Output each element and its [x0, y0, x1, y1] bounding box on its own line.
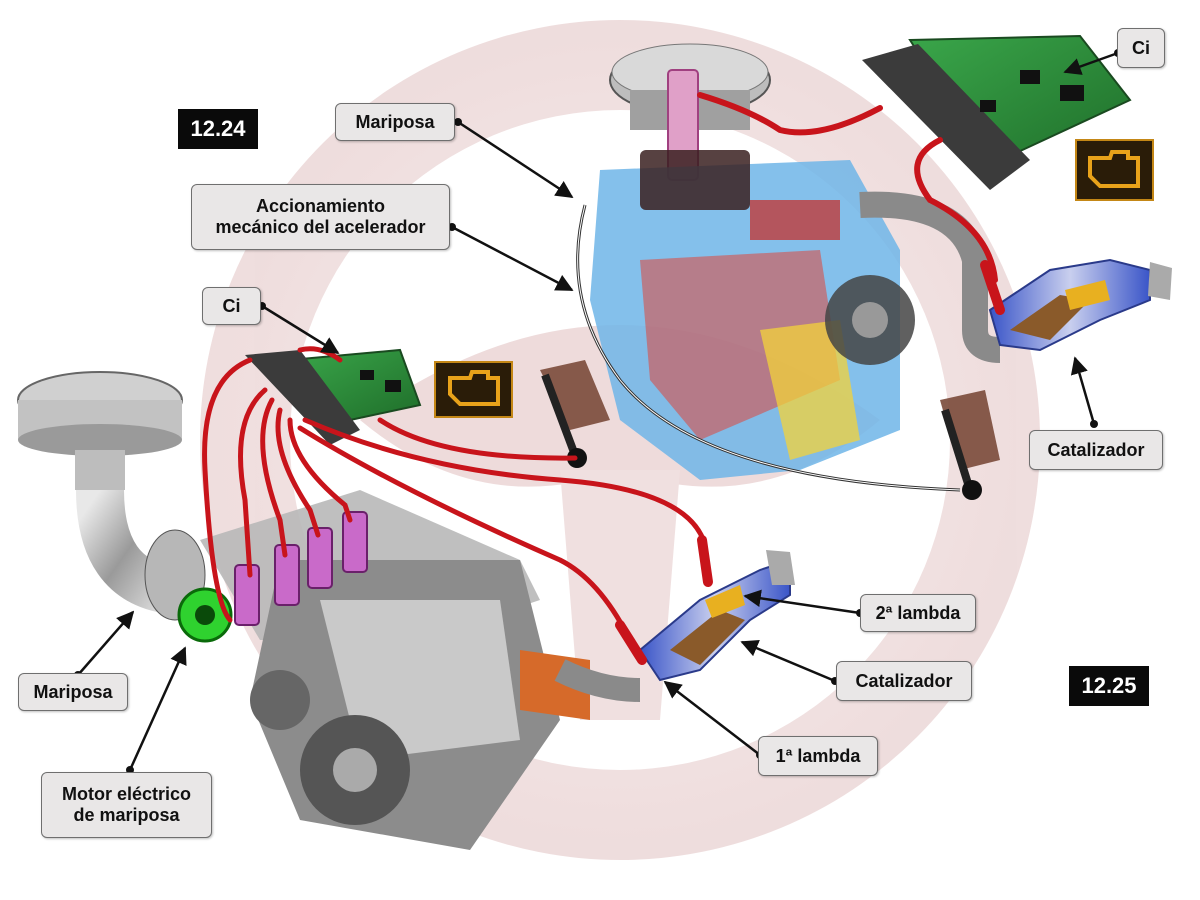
upper-check-engine-light	[1075, 139, 1154, 201]
label-catalizador-upper: Catalizador	[1029, 430, 1163, 470]
upper-catalytic-converter	[988, 258, 1172, 352]
label-mariposa-lower: Mariposa	[18, 673, 128, 711]
label-ci-middle: Ci	[202, 287, 261, 325]
label-ci-upper: Ci	[1117, 28, 1165, 68]
label-primera-lambda: 1ª lambda	[758, 736, 878, 776]
leader-lines	[77, 51, 1119, 771]
upper-wiring	[697, 92, 1005, 315]
label-mariposa-upper: Mariposa	[335, 103, 455, 141]
label-motor-electrico-mariposa: Motor eléctrico de mariposa	[41, 772, 212, 838]
lower-engine-illustration	[17, 371, 641, 850]
lower-ecu-board	[245, 348, 422, 445]
label-accionamiento-line1: Accionamiento	[255, 196, 386, 216]
label-accionamiento-mecanico: Accionamiento mecánico del acelerador	[191, 184, 450, 250]
upper-engine-illustration	[590, 43, 1001, 480]
figure-number-12-25: 12.25	[1069, 666, 1149, 706]
upper-accelerator-pedal	[940, 390, 1000, 500]
lower-check-engine-light	[434, 361, 513, 418]
lower-wiring	[202, 346, 713, 665]
label-catalizador-lower: Catalizador	[836, 661, 972, 701]
label-segunda-lambda: 2ª lambda	[860, 594, 976, 632]
label-motor-line2: de mariposa	[73, 805, 180, 825]
label-motor-line1: Motor eléctrico	[61, 784, 192, 804]
figure-number-12-24: 12.24	[178, 109, 258, 149]
label-accionamiento-line2: mecánico del acelerador	[215, 217, 426, 237]
